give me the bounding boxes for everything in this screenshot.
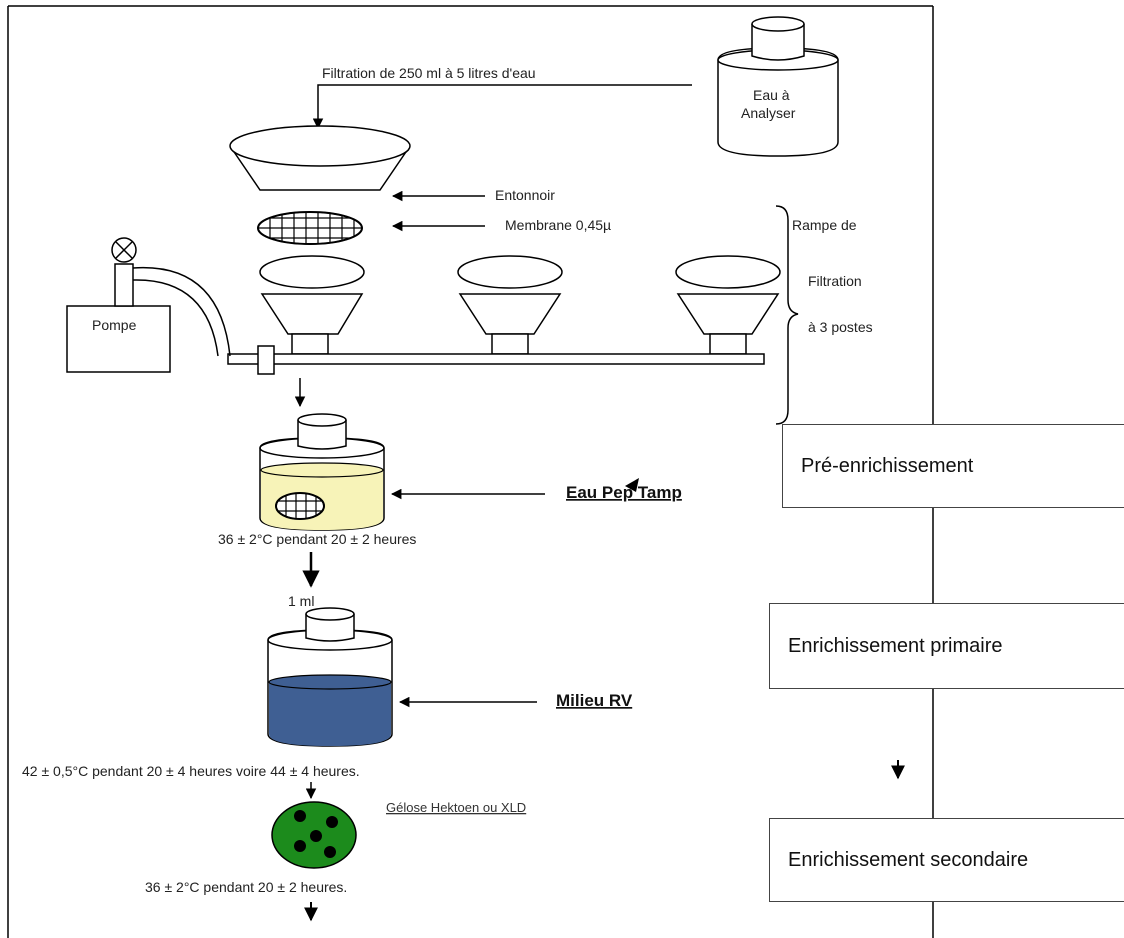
water-bottle-icon: [717, 16, 839, 157]
rampe-label-2: Filtration: [808, 273, 862, 289]
temp3-label: 36 ± 2°C pendant 20 ± 2 heures.: [145, 879, 347, 895]
pump-icon: [66, 237, 231, 373]
temp1-label: 36 ± 2°C pendant 20 ± 2 heures: [218, 531, 416, 547]
filtration-arrow: [312, 84, 692, 130]
filter-station-3: [675, 255, 781, 355]
filter-station-1: [259, 255, 365, 355]
milieu-rv-label: Milieu RV: [556, 691, 633, 710]
pompe-label: Pompe: [92, 317, 137, 333]
filter-station-2: [457, 255, 563, 355]
cursor-pointer-icon: [625, 478, 639, 492]
membrane-label: Membrane 0,45µ: [505, 217, 611, 233]
eau-analyser-label-2: Analyser: [741, 105, 796, 121]
ramp-valve: [257, 345, 275, 375]
milieu-rv-bottle-icon: [267, 607, 393, 747]
rampe-label-3: à 3 postes: [808, 319, 873, 335]
entonnoir-label: Entonnoir: [495, 187, 555, 203]
stage-enrichment-secondary: Enrichissement secondaire: [769, 818, 1124, 902]
membrane-icon: [257, 211, 363, 245]
filtration-label: Filtration de 250 ml à 5 litres d'eau: [322, 65, 536, 81]
eau-analyser-label-1: Eau à: [753, 87, 790, 103]
preenrichment-bottle-icon: [259, 413, 385, 531]
stage-preenrichment: Pré-enrichissement: [782, 424, 1124, 508]
rampe-label-1: Rampe de: [792, 217, 857, 233]
ramp-bar: [227, 353, 765, 365]
eau-pep-label: Eau Pep Tamp: [566, 483, 682, 502]
one-ml-label: 1 ml: [288, 593, 314, 609]
petri-dish-icon: [271, 801, 357, 869]
rampe-brace: [775, 205, 799, 425]
stage-enrichment-primary: Enrichissement primaire: [769, 603, 1124, 689]
temp2-label: 42 ± 0,5°C pendant 20 ± 4 heures voire 4…: [22, 763, 360, 779]
funnel-icon: [229, 125, 411, 191]
gelose-label: Gélose Hektoen ou XLD: [386, 800, 526, 815]
